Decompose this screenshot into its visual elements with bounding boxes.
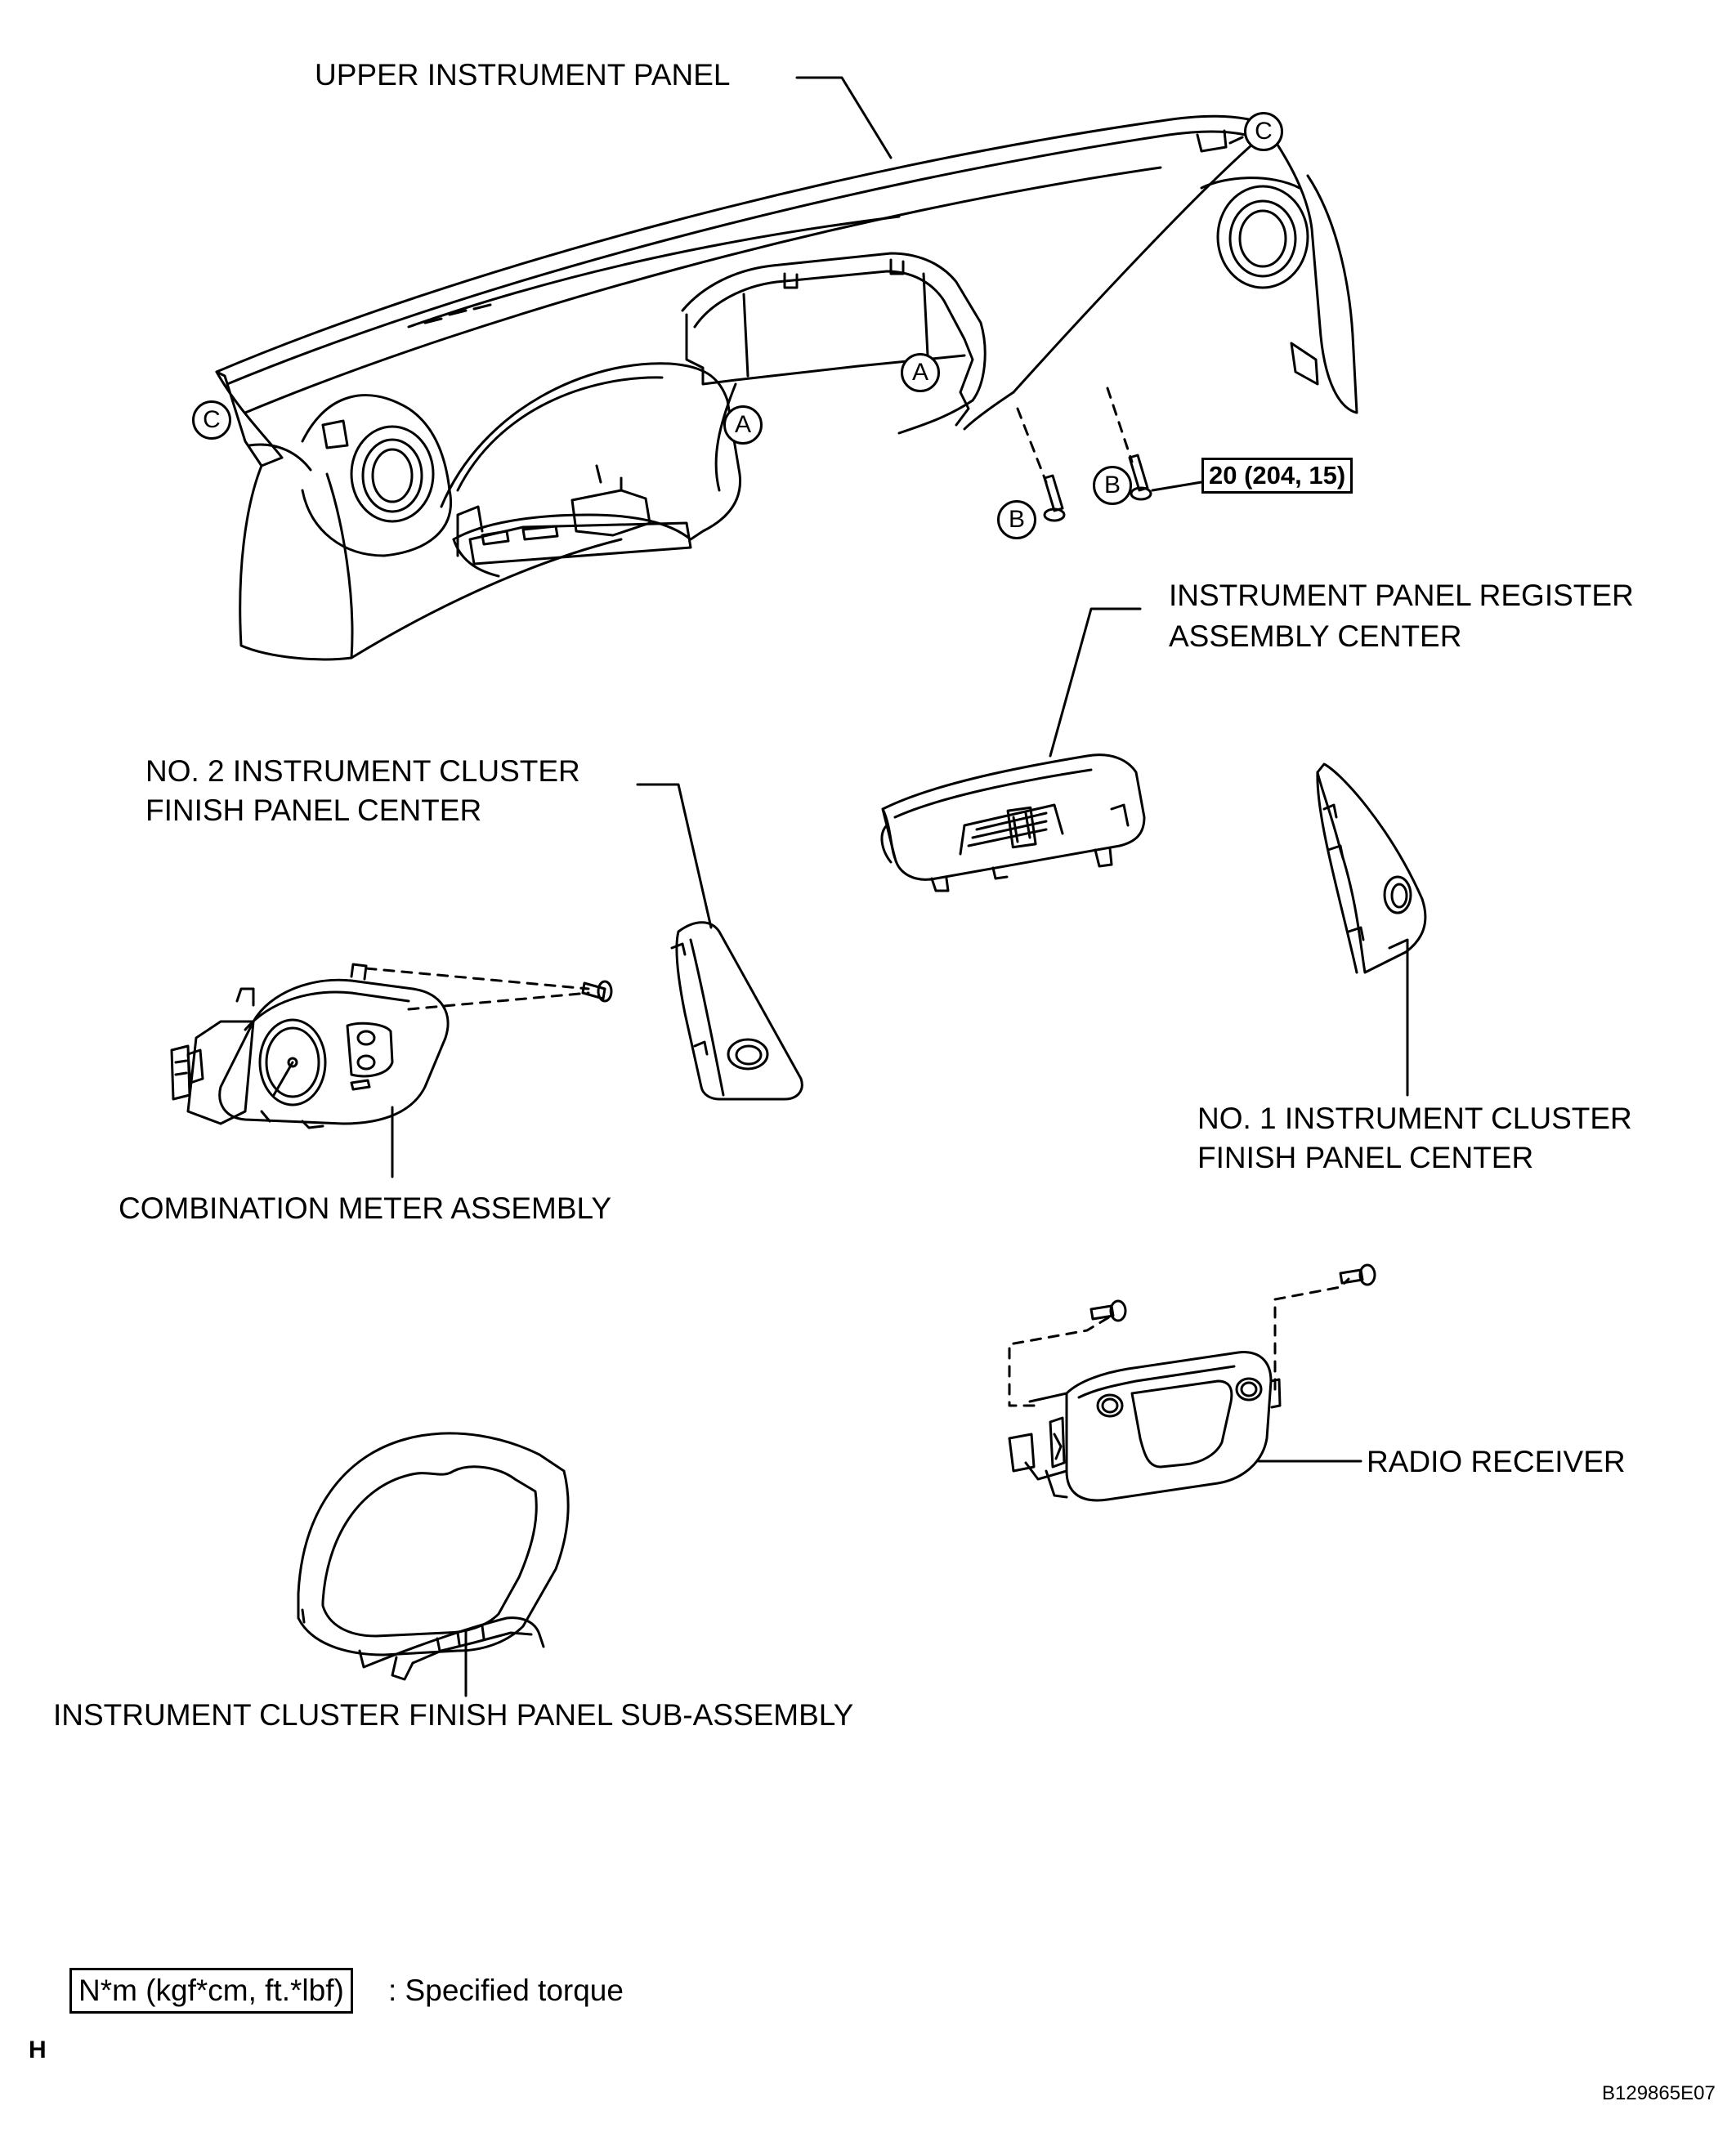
label-combination-meter: COMBINATION METER ASSEMBLY xyxy=(119,1191,612,1225)
legend-description: : Specified torque xyxy=(388,1974,624,2007)
radio-receiver-part xyxy=(1008,1351,1282,1502)
callout-b-right: B xyxy=(1093,466,1132,505)
radio-bolt-right xyxy=(1339,1263,1376,1286)
label-no2-finish-line2: FINISH PANEL CENTER xyxy=(145,794,482,827)
meter-bolt xyxy=(581,980,613,1003)
section-letter: H xyxy=(29,2036,47,2063)
label-no1-finish-line1: NO. 1 INSTRUMENT CLUSTER xyxy=(1197,1102,1632,1135)
cluster-finish-sub-part xyxy=(297,1432,570,1681)
callout-c-left: C xyxy=(192,400,231,440)
callout-a-center-right: A xyxy=(901,353,940,392)
label-no1-finish-line2: FINISH PANEL CENTER xyxy=(1197,1141,1534,1174)
figure-id: B129865E07 xyxy=(1602,2082,1716,2104)
register-assembly-center-part xyxy=(880,753,1146,892)
callout-b-left: B xyxy=(997,500,1036,539)
callout-c-right-leader xyxy=(1228,136,1244,145)
callout-a-center-left: A xyxy=(723,405,763,445)
label-register-center-line1: INSTRUMENT PANEL REGISTER xyxy=(1169,579,1634,612)
label-upper-instrument-panel: UPPER INSTRUMENT PANEL xyxy=(315,58,731,92)
bolt-b-right xyxy=(1128,454,1152,501)
label-register-center-line2: ASSEMBLY CENTER xyxy=(1169,619,1462,653)
register-leader xyxy=(1049,607,1142,758)
legend-unit-box: N*m (kgf*cm, ft.*lbf) xyxy=(69,1968,353,2014)
upper-instrument-panel-part xyxy=(215,114,1358,661)
no2-finish-leader xyxy=(636,783,713,929)
no1-finish-leader xyxy=(1388,938,1409,1097)
callout-c-right: C xyxy=(1244,112,1283,151)
label-cluster-finish-sub: INSTRUMENT CLUSTER FINISH PANEL SUB-ASSE… xyxy=(53,1698,854,1732)
no2-finish-panel-part xyxy=(670,921,803,1101)
upper-panel-leader xyxy=(795,76,893,159)
torque-leader xyxy=(1151,481,1203,492)
combination-meter-part xyxy=(170,963,450,1129)
torque-value-box: 20 (204, 15) xyxy=(1201,458,1353,494)
label-no2-finish-line1: NO. 2 INSTRUMENT CLUSTER xyxy=(145,754,580,788)
no1-finish-panel-part xyxy=(1316,762,1427,974)
label-radio-receiver: RADIO RECEIVER xyxy=(1367,1445,1626,1478)
bolt-b-left xyxy=(1043,474,1066,522)
upper-panel-bolt-lines xyxy=(1016,387,1134,484)
radio-bolt-left xyxy=(1089,1299,1127,1322)
meter-bolt-lines xyxy=(365,967,590,1011)
